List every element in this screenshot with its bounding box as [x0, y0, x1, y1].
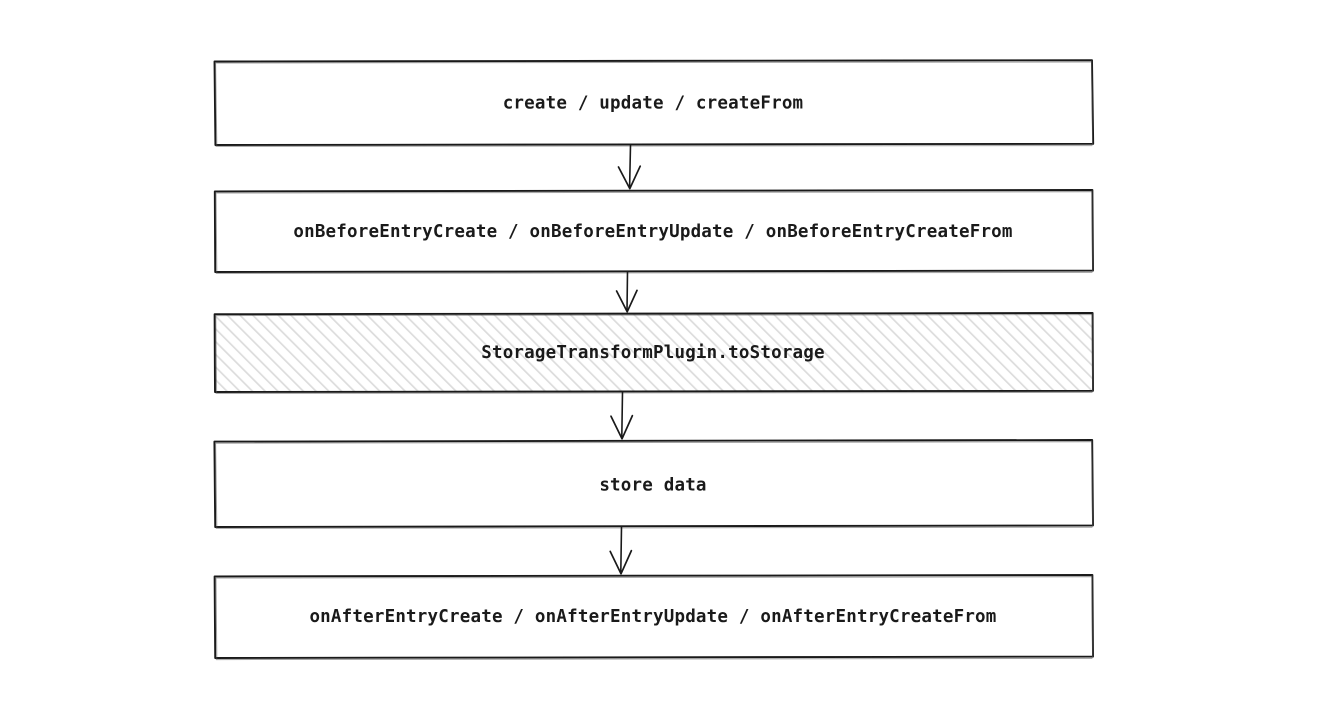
node-box-sketch-overlay [215, 440, 1094, 529]
node-box-sketch-overlay [215, 313, 1094, 394]
node-store-data[interactable]: store data [213, 439, 1094, 529]
connector-shaft [620, 526, 623, 574]
node-on-before-entry-hooks[interactable]: onBeforeEntryCreate / onBeforeEntryUpdat… [213, 189, 1094, 274]
node-label: StorageTransformPlugin.toStorage [481, 343, 825, 363]
connector-shaft [621, 391, 624, 439]
arrow-connector [615, 271, 638, 313]
node-box-sketch-overlay [215, 190, 1094, 274]
node-box-sketch-overlay [215, 575, 1094, 661]
arrow-connector [617, 144, 642, 190]
arrowhead-icon [609, 549, 633, 575]
node-label: onBeforeEntryCreate / onBeforeEntryUpdat… [293, 222, 1012, 242]
connector-shaft [626, 271, 629, 312]
node-on-after-entry-hooks[interactable]: onAfterEntryCreate / onAfterEntryUpdate … [213, 574, 1094, 661]
arrowhead-icon [610, 414, 634, 440]
node-box-outline [213, 59, 1095, 146]
node-box-sketch-overlay [215, 60, 1094, 147]
node-label: store data [599, 476, 706, 496]
node-storage-transform-plugin[interactable]: StorageTransformPlugin.toStorage [213, 312, 1094, 394]
connector-shaft [628, 144, 632, 189]
arrowhead-icon [615, 289, 638, 313]
arrow-connector [610, 391, 634, 440]
arrow-connector [609, 526, 633, 575]
node-create-update-createfrom[interactable]: create / update / createFrom [213, 59, 1095, 147]
node-label: create / update / createFrom [503, 94, 804, 114]
node-label: onAfterEntryCreate / onAfterEntryUpdate … [309, 607, 996, 627]
arrowhead-icon [617, 165, 642, 190]
